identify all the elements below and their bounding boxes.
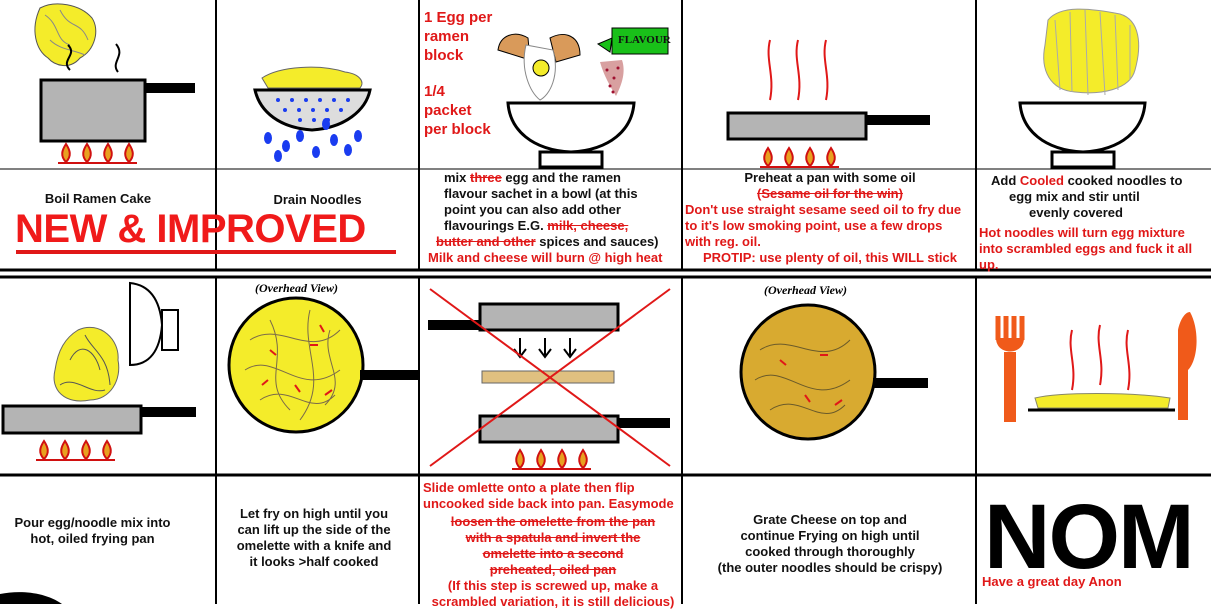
fry-line-2: can lift up the side of the — [237, 522, 391, 537]
add-instructions: Add Cooled cooked noodles to egg mix and… — [979, 173, 1209, 273]
caption-cheese: Grate Cheese on top and continue Frying … — [686, 512, 974, 576]
overhead-label-1: (Overhead View) — [255, 281, 338, 295]
caption-slide: Slide omlette onto a plate then flip unc… — [423, 480, 683, 610]
add-cooled: Cooled — [1019, 173, 1064, 188]
packet-line-2: packet — [424, 102, 472, 119]
caption-pour: Pour egg/noodle mix into hot, oiled fryi… — [0, 515, 185, 547]
packet-line-1: 1/4 — [424, 83, 445, 100]
egg-per-block: 1 Egg per ramen block — [424, 8, 492, 65]
omelette-overhead-icon — [227, 296, 418, 434]
fry-line-3: omelette with a knife and — [236, 538, 392, 553]
cheese-omelette-icon — [739, 303, 928, 441]
mix-line-4: flavourings E.G. milk, cheese, — [428, 218, 662, 234]
cheese-line-2: continue Frying on high until — [740, 528, 920, 543]
add-warning-2: into scrambled eggs and fuck it all — [979, 241, 1193, 256]
preheat-pan-icon — [726, 39, 930, 167]
mix-strike: butter and other — [436, 234, 536, 249]
mix-warning: Milk and cheese will burn @ high heat — [428, 250, 663, 265]
add-line-3: evenly covered — [1029, 205, 1123, 220]
mix-text: mix — [444, 170, 471, 185]
boiling-pot-icon — [34, 3, 195, 163]
slide-strike-3: omelette into a second — [482, 546, 624, 561]
mix-text: egg and the ramen — [501, 170, 622, 185]
preheat-line-5: with reg. oil. — [685, 234, 761, 249]
cheese-line-3: cooked through thoroughly — [745, 544, 915, 559]
mix-line-3: point you can also add other — [444, 202, 621, 217]
noodle-bowl-icon — [1018, 8, 1147, 169]
slide-strike-2: with a spatula and invert the — [465, 530, 641, 545]
served-omelette-icon — [995, 312, 1197, 422]
mix-line-1: mix three egg and the ramen — [428, 170, 662, 186]
add-line-2: egg mix and stir until — [1009, 189, 1140, 204]
preheat-line-4: to it's low smoking point, use a few dro… — [685, 218, 943, 233]
mix-text: spices and sauces) — [535, 234, 659, 249]
fry-line-4: it looks >half cooked — [249, 554, 379, 569]
egg-bowl-icon — [497, 27, 669, 169]
preheat-line-3: Don't use straight sesame seed oil to fr… — [685, 202, 962, 217]
flip-pans-crossed-icon — [428, 288, 671, 469]
slide-line-2: uncooked side back into pan. Easymode — [423, 496, 674, 511]
colander-icon — [253, 66, 372, 162]
fry-line-1: Let fry on high until you — [239, 506, 389, 521]
cheese-line-1: Grate Cheese on top and — [753, 512, 907, 527]
mix-line-2: flavour sachet in a bowl (at this — [444, 186, 638, 201]
slide-line-4: scrambled variation, it is still delicio… — [431, 594, 675, 609]
mix-text: flavourings E.G. — [444, 218, 548, 233]
preheat-instructions: Preheat a pan with some oil (Sesame oil … — [685, 170, 975, 266]
egg-line-3: block — [424, 47, 464, 64]
egg-line-1: 1 Egg per — [424, 9, 493, 26]
mix-line-5: butter and other spices and sauces) — [428, 234, 662, 250]
slide-line-3: (If this step is screwed up, make a — [447, 578, 659, 593]
mix-strike: three — [470, 170, 502, 185]
cheese-line-4: (the outer noodles should be crispy) — [717, 560, 943, 575]
nom-text: NOM — [984, 486, 1195, 588]
pour-line-2: hot, oiled frying pan — [30, 531, 155, 546]
pour-line-1: Pour egg/noodle mix into — [14, 515, 171, 530]
caption-drain: Drain Noodles — [273, 192, 362, 207]
slide-strike-1: loosen the omelette from the pan — [450, 514, 656, 529]
preheat-protip: PROTIP: use plenty of oil, this WILL sti… — [702, 250, 957, 265]
preheat-line-1: Preheat a pan with some oil — [744, 170, 916, 185]
slide-strike-4: preheated, oiled pan — [489, 562, 617, 577]
add-line-1: Add Cooled cooked noodles to — [979, 173, 1209, 189]
new-improved-banner: NEW & IMPROVED — [15, 207, 366, 251]
add-warning-1: Hot noodles will turn egg mixture — [979, 225, 1185, 240]
pour-mixture-icon — [1, 281, 196, 460]
add-text: Add — [991, 173, 1020, 188]
caption-fry: Let fry on high until you can lift up th… — [216, 506, 412, 570]
preheat-strike: (Sesame oil for the win) — [757, 186, 903, 201]
mix-strike: milk, cheese, — [547, 218, 629, 233]
egg-line-2: ramen — [424, 28, 470, 45]
packet-per-block: 1/4 packet per block — [424, 82, 491, 139]
slide-line-1: Slide omlette onto a plate then flip — [423, 480, 635, 495]
add-warning-3: up. — [979, 257, 999, 272]
mix-instructions: mix three egg and the ramen flavour sach… — [428, 170, 662, 266]
overhead-label-2: (Overhead View) — [764, 283, 847, 297]
great-day-text: Have a great day Anon — [982, 574, 1122, 589]
add-text: cooked noodles to — [1063, 173, 1183, 188]
packet-line-3: per block — [424, 121, 491, 138]
flavour-label: FLAVOUR — [618, 34, 671, 46]
caption-boil: Boil Ramen Cake — [44, 191, 152, 206]
